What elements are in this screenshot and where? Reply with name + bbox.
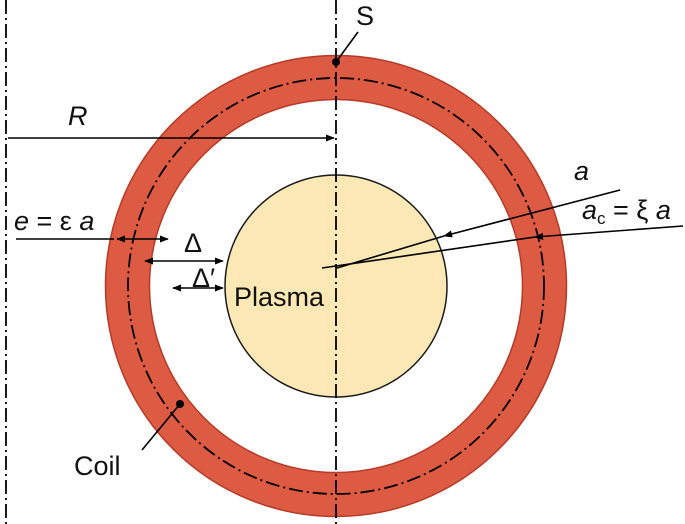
- coil-leader-line: [141, 403, 181, 451]
- a-label: a: [574, 156, 589, 186]
- coil-point: [176, 400, 184, 408]
- ac-leader-line: [534, 225, 684, 240]
- s-leader-line: [335, 31, 359, 63]
- e-label: e = ε a: [14, 206, 94, 236]
- s-label: S: [356, 1, 374, 31]
- plasma-label: Plasma: [234, 282, 325, 312]
- r-label: R: [68, 101, 88, 131]
- a-leader-line: [443, 189, 621, 238]
- ac-radius-line: [321, 236, 536, 269]
- coil-label: Coil: [74, 451, 121, 481]
- ac-label: ac = ξ a: [582, 195, 671, 228]
- delta-label: Δ: [184, 228, 202, 258]
- s-point: [332, 58, 340, 66]
